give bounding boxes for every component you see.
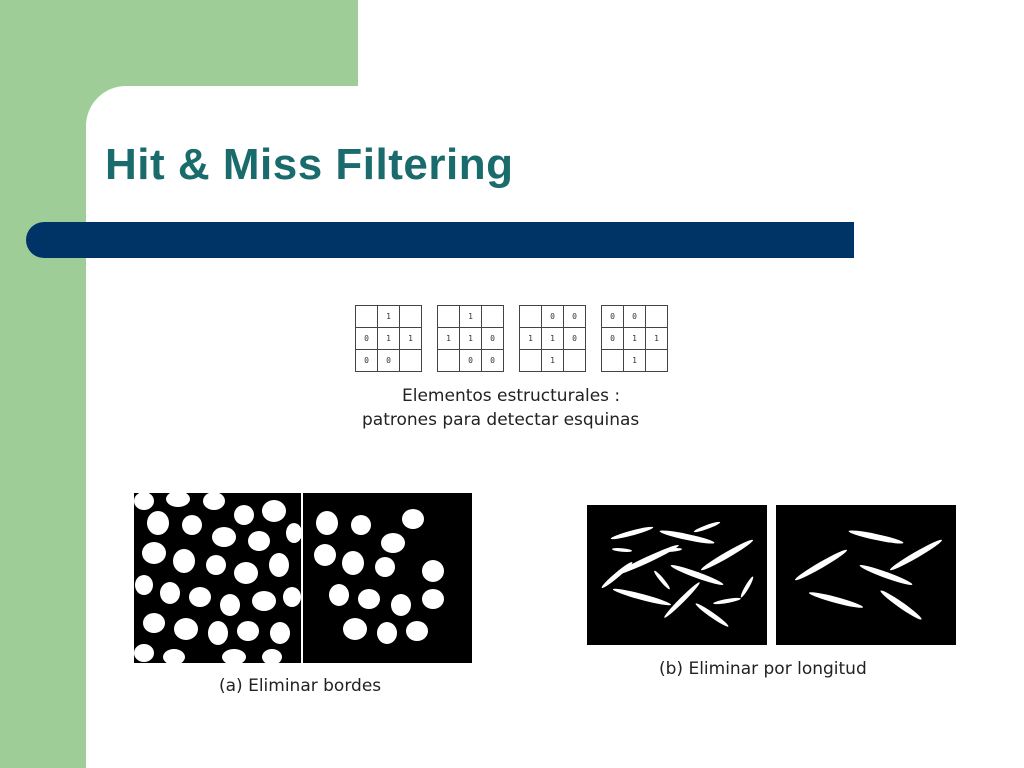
kernel-cell bbox=[482, 306, 504, 328]
kernel-cell: 1 bbox=[542, 350, 564, 372]
kernel-cell bbox=[520, 306, 542, 328]
needles-filtered-image bbox=[776, 505, 956, 645]
kernel-cell bbox=[438, 350, 460, 372]
blobs-original-image bbox=[134, 493, 301, 663]
kernel-cell: 0 bbox=[356, 328, 378, 350]
kernel-cell: 1 bbox=[400, 328, 422, 350]
kernel-cell: 1 bbox=[378, 306, 400, 328]
figure-a-caption: (a) Eliminar bordes bbox=[219, 676, 382, 696]
kernel-cell bbox=[400, 306, 422, 328]
kernel-cell: 0 bbox=[482, 328, 504, 350]
kernel-cell: 0 bbox=[356, 350, 378, 372]
kernel-cell: 1 bbox=[624, 350, 646, 372]
kernel-cell: 1 bbox=[460, 328, 482, 350]
kernel-cell: 1 bbox=[646, 328, 668, 350]
kernel-cell: 0 bbox=[602, 328, 624, 350]
kernel-cell: 0 bbox=[624, 306, 646, 328]
kernel-cell bbox=[520, 350, 542, 372]
kernel-grid: 0 0 0 1 1 1 bbox=[601, 305, 668, 372]
structuring-elements: 1 0 1 1 0 0 1 1 1 0 0 0 0 0 1 1 0 1 0 0 … bbox=[355, 305, 668, 372]
kernel-cell: 1 bbox=[378, 328, 400, 350]
content-corner bbox=[86, 86, 146, 146]
kernel-cell: 0 bbox=[564, 328, 586, 350]
blobs-filtered-image bbox=[303, 493, 472, 663]
kernel-cell: 1 bbox=[460, 306, 482, 328]
slide-title: Hit & Miss Filtering bbox=[105, 140, 514, 189]
kernel-cell: 0 bbox=[602, 306, 624, 328]
kernel-cell bbox=[646, 306, 668, 328]
kernel-cell: 1 bbox=[542, 328, 564, 350]
top-band bbox=[0, 0, 358, 86]
kernel-grid: 1 0 1 1 0 0 bbox=[355, 305, 422, 372]
kernel-cell bbox=[438, 306, 460, 328]
kernel-cell: 0 bbox=[460, 350, 482, 372]
structuring-elements-caption: Elementos estructurales : patrones para … bbox=[362, 384, 682, 432]
kernel-cell bbox=[602, 350, 624, 372]
kernel-cell: 1 bbox=[624, 328, 646, 350]
kernel-cell bbox=[356, 306, 378, 328]
sidebar-band bbox=[0, 0, 86, 768]
needles-original-image bbox=[587, 505, 767, 645]
figure-b-caption: (b) Eliminar por longitud bbox=[659, 659, 867, 679]
kernel-cell bbox=[564, 350, 586, 372]
kernel-cell: 0 bbox=[482, 350, 504, 372]
kernel-cell bbox=[646, 350, 668, 372]
kernel-grid: 1 1 1 0 0 0 bbox=[437, 305, 504, 372]
kernel-grid: 0 0 1 1 0 1 bbox=[519, 305, 586, 372]
caption-line-2: patrones para detectar esquinas bbox=[362, 410, 640, 430]
kernel-cell: 0 bbox=[378, 350, 400, 372]
caption-line-1: Elementos estructurales : bbox=[402, 386, 621, 406]
kernel-cell bbox=[400, 350, 422, 372]
kernel-cell: 1 bbox=[520, 328, 542, 350]
title-underline-bar bbox=[26, 222, 854, 258]
kernel-cell: 0 bbox=[564, 306, 586, 328]
kernel-cell: 0 bbox=[542, 306, 564, 328]
kernel-cell: 1 bbox=[438, 328, 460, 350]
